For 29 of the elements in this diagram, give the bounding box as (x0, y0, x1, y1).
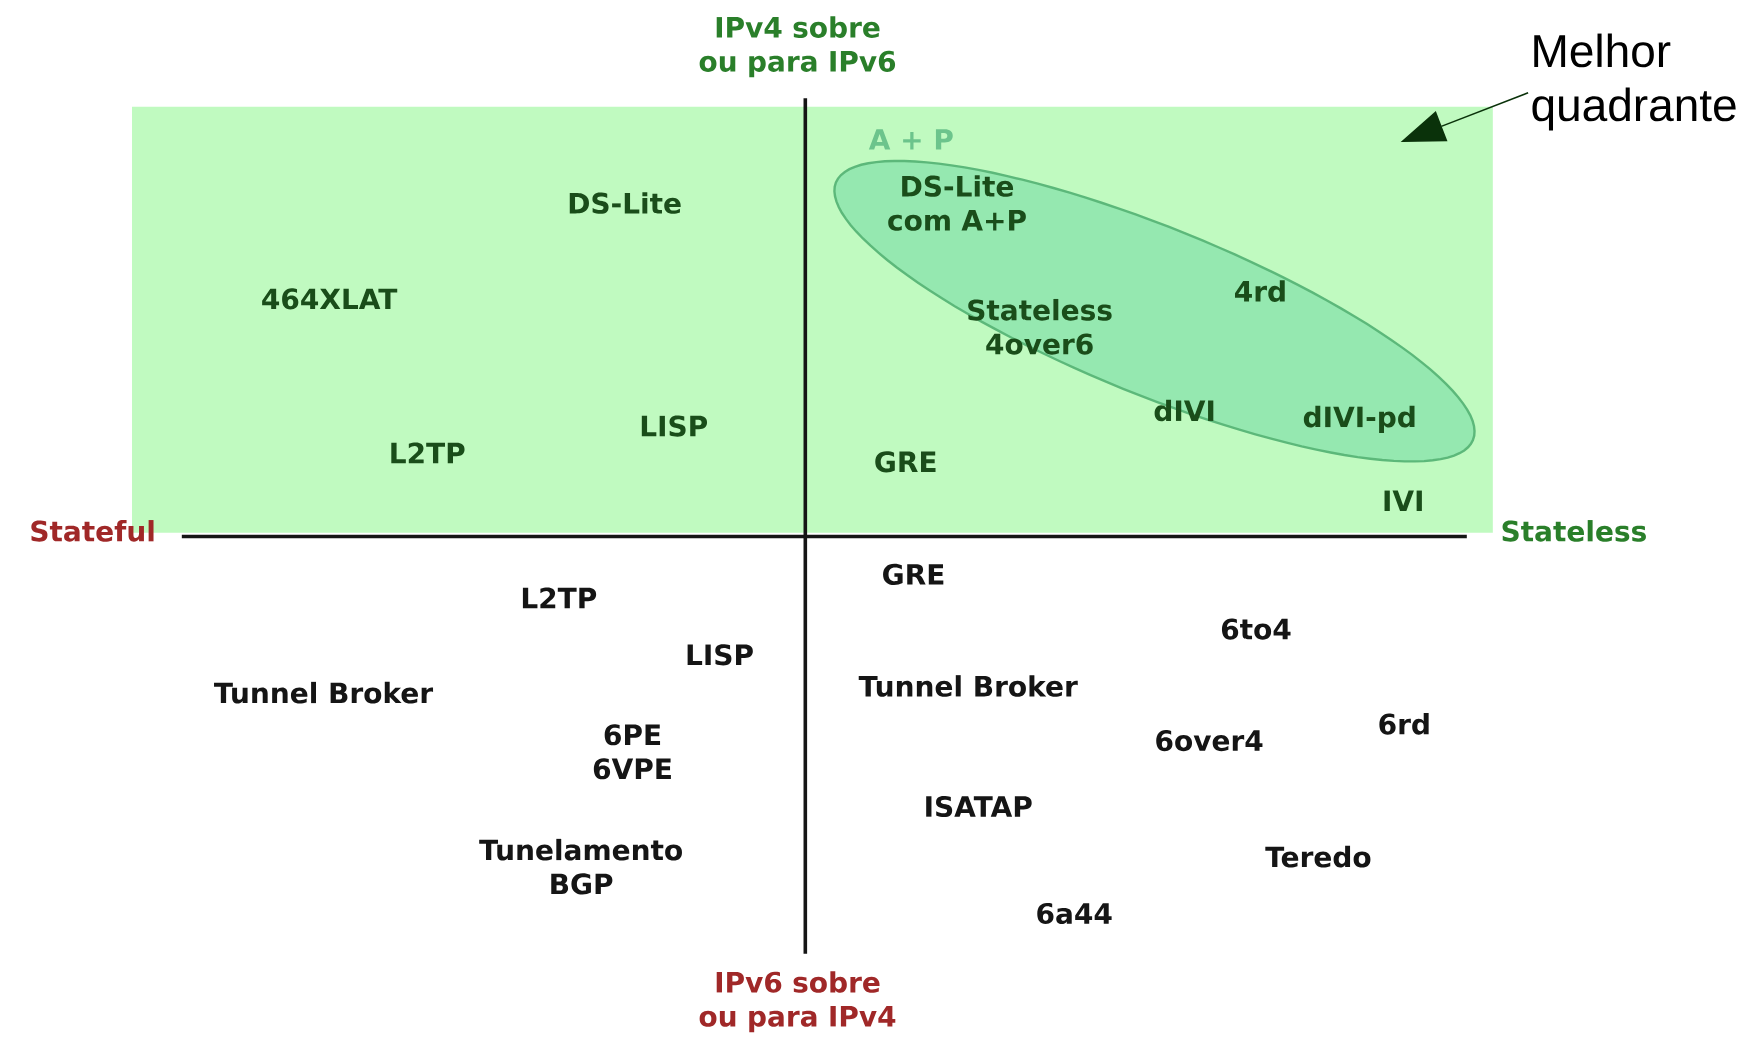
method-label: L2TP (522, 587, 597, 609)
method-label: GRE (883, 563, 944, 585)
method-label: 6over4 (1156, 730, 1263, 752)
axis-label: Stateless (1502, 520, 1646, 542)
method-label: DS-Lite (569, 192, 681, 214)
method-label: 6a44 (1037, 902, 1112, 925)
method-label: 464XLAT (262, 288, 398, 310)
method-label: Tunelamento BGP (479, 838, 682, 895)
method-label: IVI (1384, 490, 1422, 511)
method-label: Tunnel Broker (214, 681, 434, 704)
axis-label: Stateful (31, 520, 154, 542)
axis-label: IPv6 sobre ou para IPv4 (699, 971, 896, 1033)
method-label: 4rd (1235, 280, 1285, 302)
method-label: Teredo (1265, 845, 1371, 868)
method-label: LISP (641, 415, 708, 437)
method-label: 6rd (1379, 713, 1429, 735)
method-label: L2TP (391, 442, 465, 464)
method-label: Stateless 4over6 (968, 298, 1112, 355)
method-label: DS-Lite com A+P (888, 175, 1026, 231)
method-label: dIVI (1154, 399, 1214, 422)
callout-text: Melhor quadrante (1532, 33, 1736, 131)
method-label: Tunnel Broker (858, 675, 1078, 697)
method-label: GRE (875, 451, 936, 473)
method-label: 6PE 6VPE (593, 724, 671, 780)
method-label: LISP (687, 644, 753, 666)
method-label: dIVI-pd (1303, 405, 1415, 433)
method-label: ISATAP (926, 795, 1032, 818)
method-label: 6to4 (1221, 618, 1291, 640)
axis-label: IPv4 sobre ou para IPv6 (699, 16, 896, 78)
